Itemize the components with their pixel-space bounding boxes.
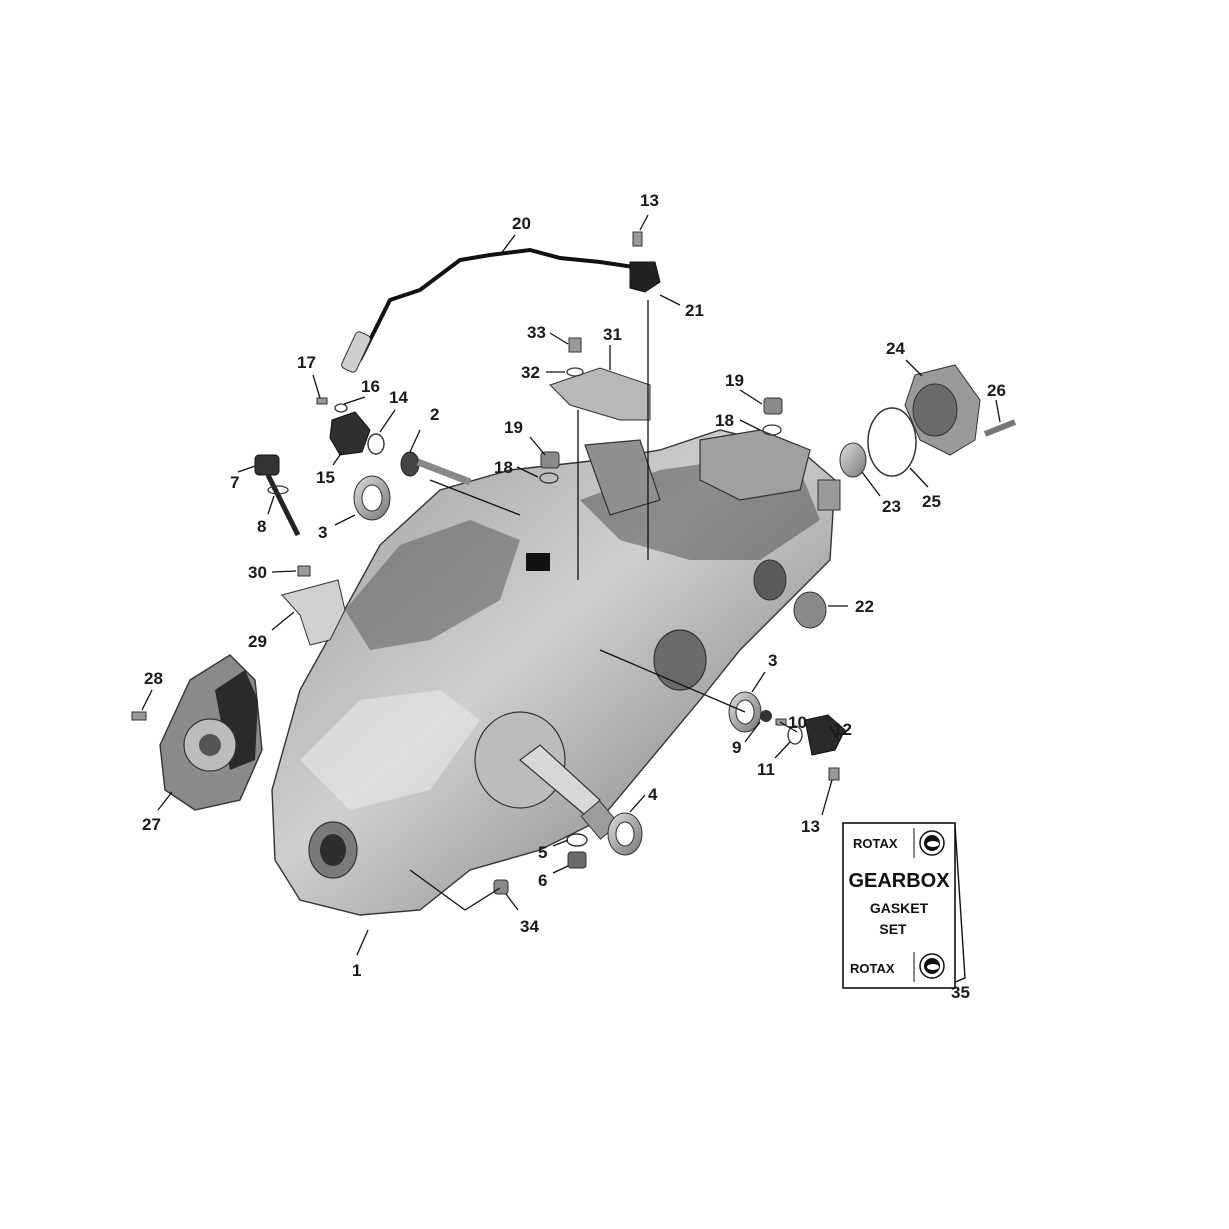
callout-34: 34: [520, 917, 539, 936]
plug-34: [493, 879, 509, 895]
callout-3a: 3: [318, 523, 327, 542]
plug-19-right: [763, 397, 783, 415]
callout-7: 7: [230, 473, 239, 492]
o-ring-5: [566, 833, 588, 847]
callout-10: 10: [788, 713, 807, 732]
screw-13-lower: [828, 767, 840, 781]
callout-16: 16: [361, 377, 380, 396]
kit-line3: SET: [879, 921, 907, 937]
callout-29: 29: [248, 632, 267, 651]
callout-4: 4: [648, 785, 658, 804]
bearing-2: [400, 451, 472, 486]
output-housing-24: [904, 364, 981, 456]
leader-lines: [141, 214, 1001, 956]
callout-25: 25: [922, 492, 941, 511]
sensor-wire-20: [358, 247, 641, 361]
drain-plug-6: [567, 851, 587, 869]
ring-18-right: [762, 424, 782, 436]
washer-9: [760, 710, 772, 722]
callout-30: 30: [248, 563, 267, 582]
clutch-cover: [159, 654, 263, 811]
cap-22: [793, 591, 827, 629]
callout-18a: 18: [494, 458, 513, 477]
sensor-12: [804, 714, 846, 756]
callout-18b: 18: [715, 411, 734, 430]
callout-12: 12: [833, 720, 852, 739]
brp-logo-icon: [919, 953, 945, 979]
callout-20: 20: [512, 214, 531, 233]
o-ring-14: [367, 433, 385, 455]
brp-logo-icon: [919, 830, 945, 856]
callout-28: 28: [144, 669, 163, 688]
o-ring-11: [787, 725, 803, 745]
callout-24: 24: [886, 339, 905, 358]
callout-31: 31: [603, 325, 622, 344]
gasket-set-kit-card: ROTAX GEARBOX GASKET SET ROTAX: [842, 822, 966, 989]
kit-line2: GASKET: [870, 900, 929, 916]
screw-33: [568, 337, 582, 353]
connector-20: [341, 331, 371, 373]
callout-19b: 19: [725, 371, 744, 390]
kit-title: GEARBOX: [848, 870, 950, 892]
ring-18-left: [539, 472, 559, 484]
kit-brand-top: ROTAX: [853, 836, 898, 851]
callout-26: 26: [987, 381, 1006, 400]
speed-sensor-21: [629, 261, 661, 293]
gearbox-housing: [271, 429, 841, 916]
screw-17: [316, 397, 328, 405]
callout-13b: 13: [801, 817, 820, 836]
callout-8: 8: [257, 517, 266, 536]
callout-22: 22: [855, 597, 874, 616]
washer-32: [566, 367, 584, 377]
kit-brand-bottom: ROTAX: [850, 961, 895, 976]
bracket-31: [549, 367, 651, 421]
callout-17: 17: [297, 353, 316, 372]
callout-6: 6: [538, 871, 547, 890]
o-ring-25: [867, 407, 917, 477]
oil-seal-4: [607, 812, 643, 856]
plug-19-left: [540, 451, 560, 469]
dipstick-7-8: [254, 454, 301, 537]
screw-26: [983, 419, 1017, 437]
callout-27: 27: [142, 815, 161, 834]
callout-numbers: 1 2 3 3 4 5 6 7 8 9 10 11 12 13 13 14 15…: [142, 191, 1006, 1002]
callout-9: 9: [732, 738, 741, 757]
callout-23: 23: [882, 497, 901, 516]
actuator-15: [329, 411, 371, 456]
callout-11: 11: [757, 760, 775, 779]
callout-5: 5: [538, 843, 547, 862]
screw-13-upper: [632, 231, 643, 247]
callout-13a: 13: [640, 191, 659, 210]
callout-3b: 3: [768, 651, 777, 670]
callout-33: 33: [527, 323, 546, 342]
oil-seal-3-upper: [353, 475, 391, 521]
callout-14: 14: [389, 388, 408, 407]
callout-21: 21: [685, 301, 704, 320]
screw-30: [297, 565, 311, 577]
callout-1: 1: [352, 961, 361, 980]
oil-seal-23: [839, 442, 867, 478]
bracket-29: [281, 579, 346, 646]
callout-32: 32: [521, 363, 540, 382]
callout-15: 15: [316, 468, 335, 487]
screw-28: [131, 711, 147, 721]
callout-19a: 19: [504, 418, 523, 437]
o-ring-16: [334, 403, 348, 413]
callout-2: 2: [430, 405, 439, 424]
